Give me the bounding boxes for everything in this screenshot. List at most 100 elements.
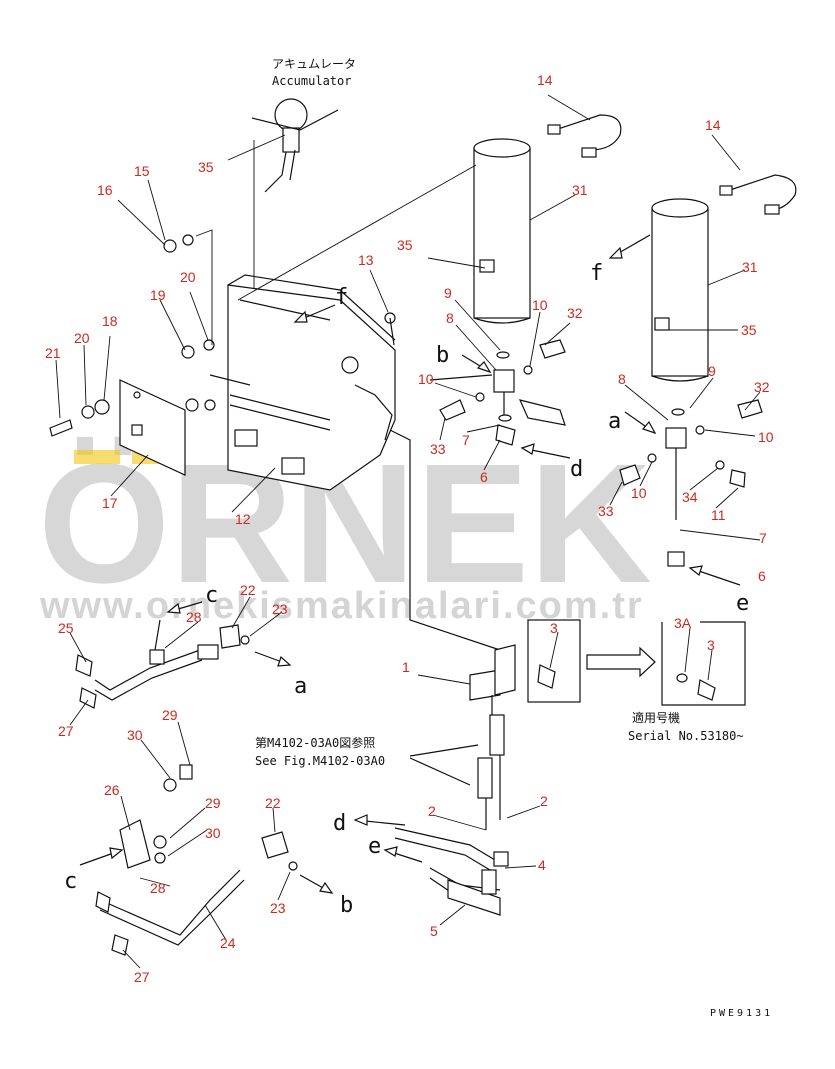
callout: 34 bbox=[682, 489, 698, 505]
callout: 33 bbox=[598, 503, 614, 519]
callout: 18 bbox=[102, 313, 118, 329]
callout: 7 bbox=[462, 432, 470, 448]
callout: 29 bbox=[205, 795, 221, 811]
callout: 10 bbox=[631, 485, 647, 501]
leader-lines bbox=[55, 94, 761, 969]
callout: 32 bbox=[754, 379, 770, 395]
callout: 20 bbox=[180, 269, 196, 285]
fitting-cluster-b bbox=[429, 339, 566, 446]
callout: 7 bbox=[759, 530, 767, 546]
arrow-label: b bbox=[340, 893, 353, 918]
plate-17 bbox=[119, 379, 186, 476]
arrow-label: f bbox=[590, 261, 603, 286]
arrow-label: c bbox=[64, 869, 77, 894]
tank-box bbox=[209, 274, 396, 491]
callout: 31 bbox=[572, 182, 588, 198]
callout: 27 bbox=[58, 723, 74, 739]
reference-label-jp: 第M4102-03A0図参照 bbox=[255, 735, 375, 750]
callout: 13 bbox=[358, 252, 374, 268]
callout: 3 bbox=[550, 620, 558, 636]
drawing-code: PWE9131 bbox=[710, 1008, 773, 1019]
arrow-label: e bbox=[736, 591, 749, 616]
detail-box-3 bbox=[527, 619, 581, 703]
callout: 4 bbox=[538, 857, 546, 873]
callout: 16 bbox=[97, 182, 113, 198]
reference-label-en: See Fig.M4102-03A0 bbox=[255, 754, 385, 768]
callout: 11 bbox=[711, 507, 726, 523]
detail-box-3a bbox=[661, 621, 746, 706]
callout: 9 bbox=[444, 285, 452, 301]
accumulator-label-jp: アキュムレータ bbox=[272, 57, 356, 71]
callout: 23 bbox=[272, 601, 288, 617]
callout: 25 bbox=[58, 620, 74, 636]
callout: 22 bbox=[265, 795, 281, 811]
callout: 6 bbox=[480, 469, 488, 485]
callout: 24 bbox=[220, 935, 236, 951]
callout: 1 bbox=[402, 659, 410, 675]
arrow-label: a bbox=[294, 674, 307, 699]
callout: 2 bbox=[540, 793, 548, 809]
watermark-accent-left bbox=[74, 450, 120, 464]
callout: 21 bbox=[45, 345, 61, 361]
callout: 35 bbox=[741, 322, 757, 338]
arrow-label: c bbox=[205, 583, 218, 608]
callout: 27 bbox=[134, 969, 150, 985]
cylinder-tank-31-left bbox=[237, 138, 531, 324]
left-hose-lower bbox=[95, 764, 298, 956]
callout: 26 bbox=[104, 782, 120, 798]
arrow-label: a bbox=[608, 409, 621, 434]
arrow-label: b bbox=[436, 343, 449, 368]
arrow-label: f bbox=[335, 285, 348, 310]
reference-leader-1 bbox=[409, 744, 479, 757]
callout: 14 bbox=[537, 72, 553, 88]
callout: 22 bbox=[240, 582, 256, 598]
arrow-label: d bbox=[333, 811, 346, 836]
bracket-1 bbox=[389, 429, 556, 830]
arrow-label: e bbox=[368, 834, 381, 859]
callout: 2 bbox=[428, 803, 436, 819]
callout: 31 bbox=[742, 259, 758, 275]
accumulator-assembly bbox=[251, 98, 339, 300]
callout: 5 bbox=[430, 923, 438, 939]
serial-label-jp: 適用号機 bbox=[632, 710, 680, 725]
direction-arrows bbox=[79, 234, 741, 894]
callout: 32 bbox=[567, 305, 583, 321]
arrow-label: d bbox=[570, 457, 583, 482]
serial-label-en: Serial No.53180~ bbox=[628, 729, 744, 743]
callout: 17 bbox=[102, 495, 118, 511]
callout: 10 bbox=[758, 429, 774, 445]
callout: 35 bbox=[397, 237, 413, 253]
callout: 29 bbox=[162, 707, 178, 723]
callout: 3 bbox=[707, 637, 715, 653]
callout: 9 bbox=[708, 363, 716, 379]
callout: 28 bbox=[150, 880, 166, 896]
callout: 30 bbox=[205, 825, 221, 841]
callout: 6 bbox=[758, 568, 766, 584]
lower-center-hoses bbox=[394, 827, 509, 916]
callout: 19 bbox=[150, 287, 166, 303]
callout: 28 bbox=[186, 609, 202, 625]
hose-14-left bbox=[547, 114, 622, 158]
callout: 10 bbox=[418, 371, 434, 387]
fitting-cluster-a bbox=[619, 399, 763, 567]
reference-leader-2 bbox=[409, 757, 471, 786]
callout: 14 bbox=[705, 117, 721, 133]
callout: 15 bbox=[134, 163, 150, 179]
callout: 8 bbox=[618, 371, 626, 387]
callout: 3A bbox=[674, 615, 692, 631]
callout: 8 bbox=[446, 310, 454, 326]
callout: 20 bbox=[74, 330, 90, 346]
callout: 35 bbox=[198, 159, 214, 175]
callout: 12 bbox=[235, 511, 251, 527]
callout: 10 bbox=[532, 297, 548, 313]
callout-numbers: 14 14 35 15 16 31 31 35 35 13 20 19 18 2… bbox=[45, 72, 774, 985]
callout: 33 bbox=[430, 441, 446, 457]
hose-14-right bbox=[719, 174, 797, 215]
cylinder-tank-31-right bbox=[651, 198, 709, 382]
detail-arrow bbox=[586, 646, 656, 678]
callout: 23 bbox=[270, 900, 286, 916]
left-hose-upper bbox=[75, 619, 250, 709]
callout: 30 bbox=[127, 727, 143, 743]
accumulator-label-en: Accumulator bbox=[272, 74, 351, 88]
